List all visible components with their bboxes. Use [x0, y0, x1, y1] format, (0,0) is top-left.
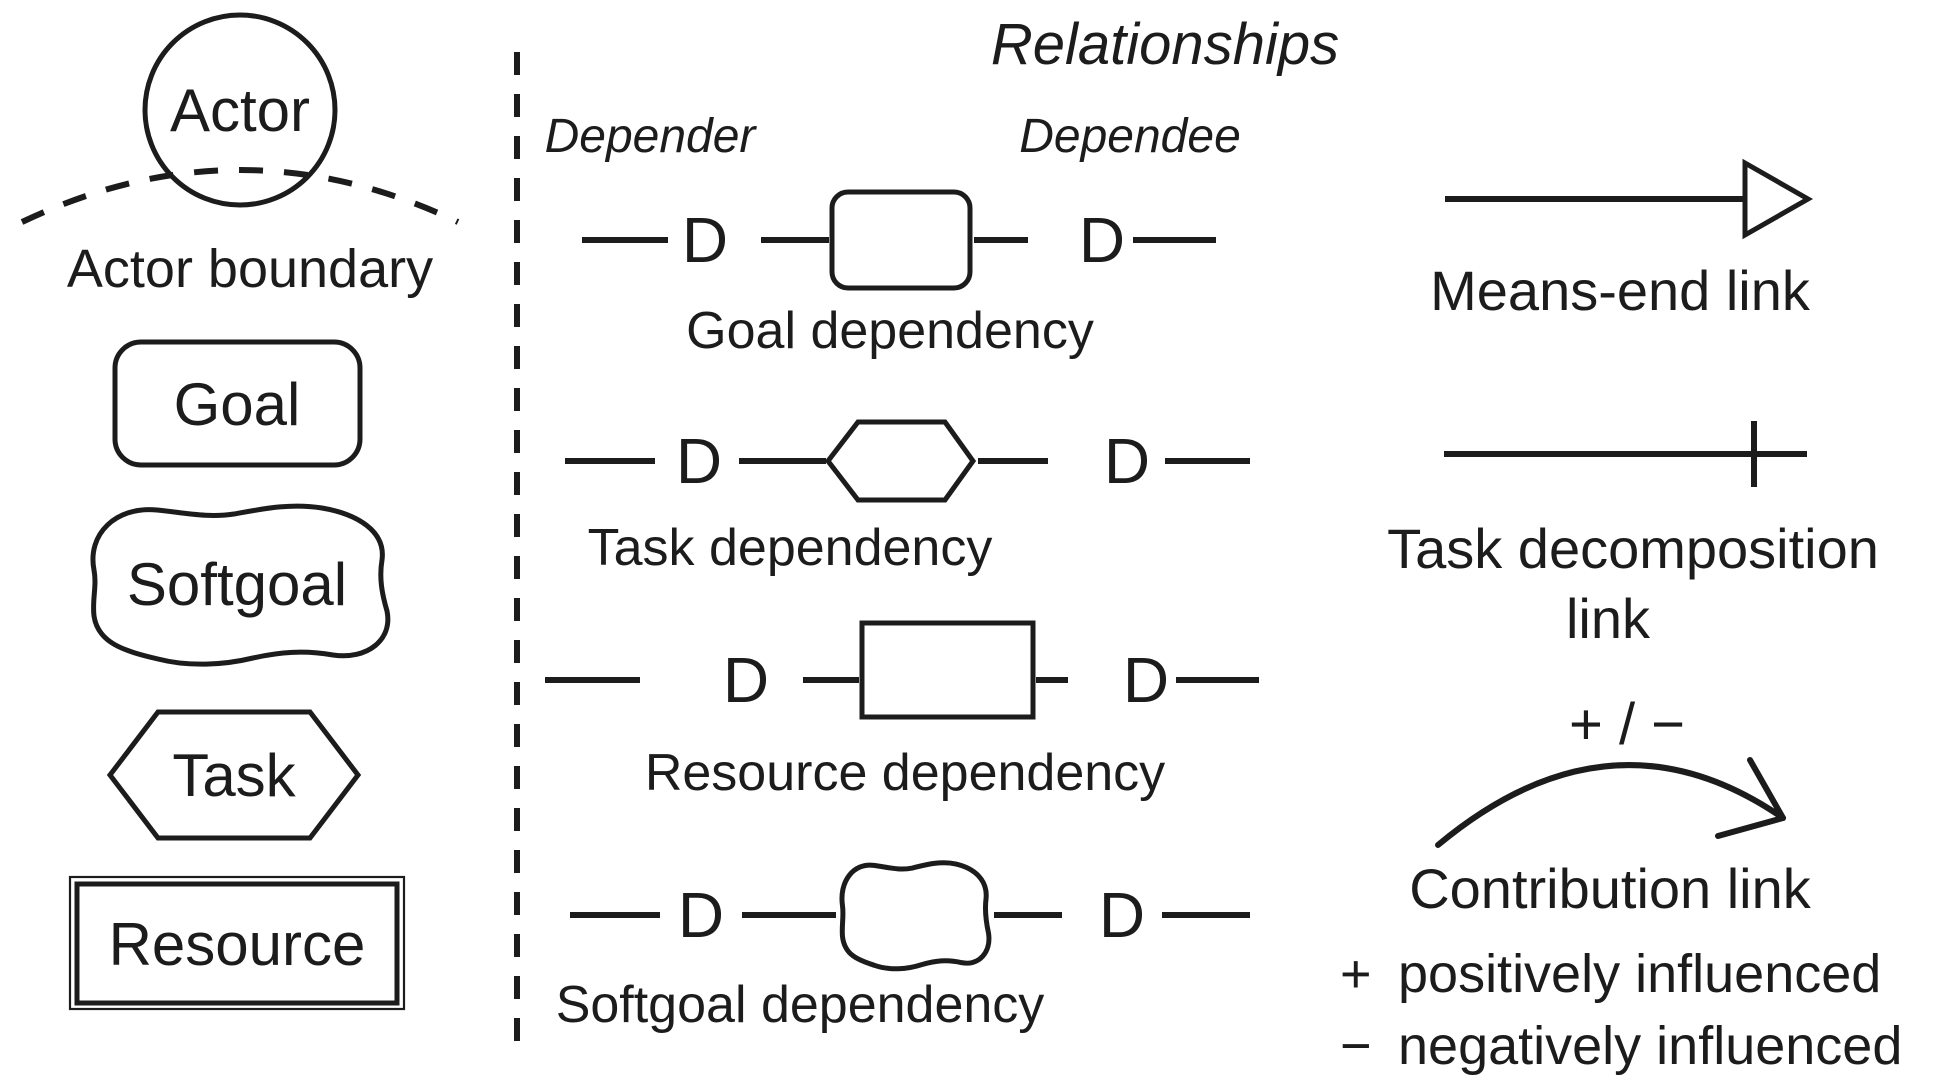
dependee-d-marker: D	[1104, 425, 1150, 497]
softgoal-dependum-shape	[840, 861, 991, 971]
goal-dependency-label: Goal dependency	[686, 302, 1094, 360]
means-end-arrowhead	[1742, 158, 1814, 240]
depender-d-marker: D	[678, 879, 724, 951]
dependee-header: Dependee	[1019, 110, 1241, 163]
contribution-arrowhead	[1715, 757, 1786, 839]
goal-dependency-row: D D Goal dependency	[582, 189, 1216, 360]
softgoal-label: Softgoal	[127, 551, 347, 618]
relationships-title: Relationships	[991, 12, 1339, 77]
dependee-d-marker: D	[1123, 644, 1169, 716]
dependee-d-marker: D	[1079, 204, 1125, 276]
resource-shape	[74, 881, 400, 1006]
symbol-actor: Actor Actor boundary	[20, 12, 460, 299]
negative-influence-label: negatively influenced	[1398, 1016, 1902, 1076]
negative-marker: −	[1340, 1016, 1372, 1076]
resource-dependency-label: Resource dependency	[645, 744, 1165, 802]
depender-d-marker: D	[682, 204, 728, 276]
actor-label: Actor	[170, 77, 310, 144]
resource-outer-outline	[68, 875, 406, 1011]
resource-label: Resource	[109, 911, 366, 978]
task-dependency-row: D D Task dependency	[565, 419, 1250, 577]
contribution-link: + / − Contribution link + positively inf…	[1340, 692, 1902, 1076]
task-decomposition-label-line2: link	[1566, 587, 1651, 650]
softgoal-dependency-row: D D Softgoal dependency	[556, 861, 1250, 1034]
task-dependum-shape	[824, 419, 977, 503]
means-end-label: Means-end link	[1430, 259, 1811, 322]
depender-header: Depender	[545, 110, 758, 163]
positive-influence-label: positively influenced	[1398, 944, 1881, 1004]
symbol-task: Task	[106, 709, 362, 841]
contribution-curve	[1435, 762, 1786, 848]
goal-shape	[112, 339, 363, 468]
task-decomposition-label-line1: Task decomposition	[1387, 517, 1879, 580]
means-end-link: Means-end link	[1430, 158, 1814, 322]
softgoal-dependency-label: Softgoal dependency	[556, 976, 1045, 1034]
symbol-softgoal: Softgoal	[93, 506, 388, 664]
symbol-resource: Resource	[68, 875, 406, 1011]
positive-marker: +	[1340, 944, 1372, 1004]
task-decomposition-link: Task decomposition link	[1387, 421, 1879, 650]
resource-dependum-shape	[859, 620, 1036, 720]
goal-dependum-shape	[829, 189, 973, 291]
task-hexagon	[106, 709, 362, 841]
actor-boundary-label: Actor boundary	[67, 239, 433, 299]
contribution-annotation: + / −	[1569, 692, 1685, 757]
depender-d-marker: D	[676, 425, 722, 497]
task-label: Task	[172, 742, 296, 809]
resource-dependency-row: D D Resource dependency	[545, 620, 1259, 802]
actor-boundary-arc	[20, 167, 460, 225]
depender-d-marker: D	[723, 644, 769, 716]
dependee-d-marker: D	[1099, 879, 1145, 951]
contribution-label: Contribution link	[1409, 857, 1812, 920]
goal-label: Goal	[174, 371, 301, 438]
actor-circle	[142, 12, 338, 208]
task-dependency-label: Task dependency	[588, 519, 993, 577]
symbol-goal: Goal	[112, 339, 363, 468]
